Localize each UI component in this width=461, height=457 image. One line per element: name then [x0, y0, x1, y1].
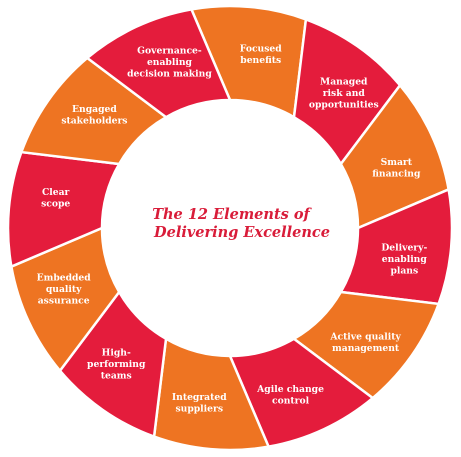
segment-label-line: decision making — [127, 69, 212, 80]
segment-label-line: assurance — [38, 296, 90, 307]
segment-label-line: Engaged — [72, 104, 117, 115]
segment-label-line: benefits — [240, 55, 281, 66]
segment-label-line: financing — [372, 169, 421, 180]
segment-label-line: scope — [41, 199, 70, 210]
segment-label-line: Agile change — [256, 384, 324, 395]
segment-label-line: High- — [102, 348, 131, 359]
segment-label-line: Governance- — [137, 46, 202, 57]
wheel-title-line-1: The 12 Elements of — [152, 206, 312, 223]
wheel-segments — [6, 4, 454, 452]
segment-label-line: performing — [87, 359, 146, 370]
segment-label-line: teams — [101, 371, 132, 382]
segment-label-line: enabling — [382, 254, 428, 265]
segment-label-line: Delivery- — [381, 243, 427, 254]
segment-label-line: Integrated — [172, 392, 227, 403]
segment-label-line: Embedded — [37, 273, 92, 284]
segment-label-line: suppliers — [175, 404, 223, 415]
wheel-title-line-2: Delivering Excellence — [153, 224, 330, 241]
segment-label-line: enabling — [147, 57, 193, 68]
segment-label-line: Managed — [320, 76, 368, 87]
segment-label-line: plans — [390, 266, 418, 277]
segment-label-line: risk and — [323, 88, 366, 99]
segment-label-line: stakeholders — [61, 115, 127, 126]
segment-label-line: Active quality — [329, 332, 401, 343]
segment-label-line: Clear — [42, 187, 70, 198]
segment-label-line: opportunities — [309, 99, 379, 110]
segment-label-line: control — [272, 396, 310, 407]
wheel-segment — [85, 7, 232, 119]
segment-label-line: Focused — [240, 43, 282, 54]
segment-label-line: management — [332, 343, 400, 354]
segment-label-line: quality — [46, 284, 82, 295]
segment-label-line: Smart — [381, 157, 413, 168]
